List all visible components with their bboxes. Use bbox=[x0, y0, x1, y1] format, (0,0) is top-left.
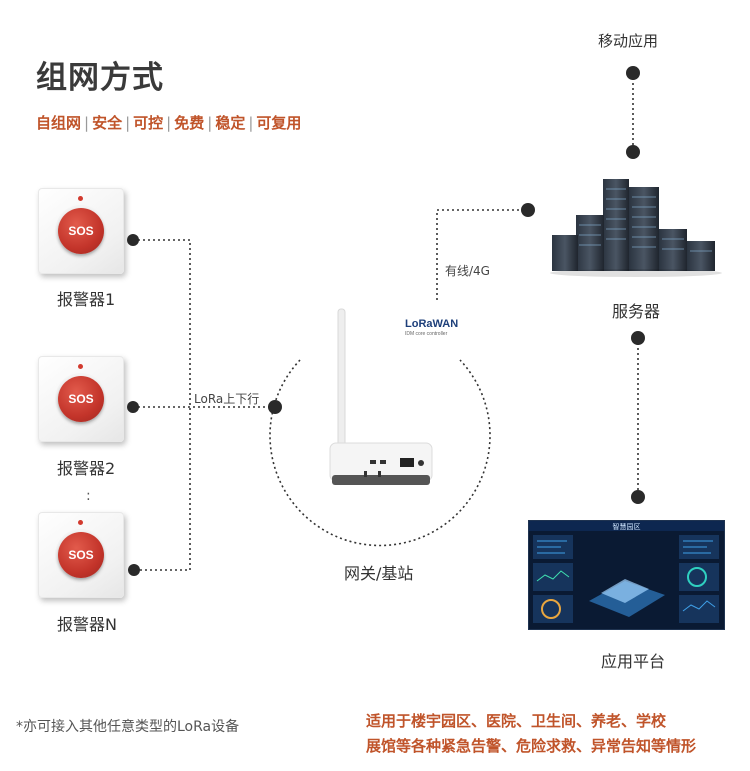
led-indicator bbox=[78, 520, 83, 525]
lorawan-logo-text: LoRaWAN bbox=[405, 318, 459, 330]
mobile-app-label: 移动应用 bbox=[598, 32, 659, 50]
alarm-device-1: SOS bbox=[38, 188, 124, 274]
tag-separator: | bbox=[248, 114, 254, 132]
server-label: 服务器 bbox=[612, 302, 661, 321]
ellipsis-mark: : bbox=[86, 488, 91, 504]
feature-tags: 自组网|安全|可控|免费|稳定|可复用 bbox=[36, 112, 301, 133]
node-dot bbox=[128, 564, 140, 576]
led-indicator bbox=[78, 364, 83, 369]
tag-item: 稳定 bbox=[215, 114, 246, 132]
scenario-line-1: 适用于楼宇园区、医院、卫生间、养老、学校 bbox=[366, 712, 667, 730]
node-dot bbox=[626, 145, 640, 159]
tag-separator: | bbox=[207, 114, 213, 132]
node-dot bbox=[626, 66, 640, 80]
alarm-label-1: 报警器1 bbox=[57, 290, 116, 309]
dashboard-content bbox=[533, 535, 719, 623]
sos-button: SOS bbox=[58, 376, 104, 422]
footnote: *亦可接入其他任意类型的LoRa设备 bbox=[16, 719, 240, 735]
lorawan-logo: LoRaWAN IDM core controller bbox=[405, 318, 458, 337]
server-rack-icon bbox=[550, 179, 722, 277]
tag-separator: | bbox=[125, 114, 131, 132]
gateway-label: 网关/基站 bbox=[344, 564, 414, 583]
line-alarms-bus bbox=[133, 239, 191, 571]
tag-item: 免费 bbox=[174, 114, 205, 132]
alarm-device-2: SOS bbox=[38, 356, 124, 442]
dashboard-header-bar bbox=[529, 521, 724, 531]
tag-item: 可控 bbox=[133, 114, 164, 132]
tag-separator: | bbox=[166, 114, 172, 132]
node-dot bbox=[631, 331, 645, 345]
sos-button: SOS bbox=[58, 532, 104, 578]
node-dot bbox=[127, 401, 139, 413]
tag-item: 安全 bbox=[92, 114, 123, 132]
page-title: 组网方式 bbox=[36, 60, 164, 96]
node-dot bbox=[127, 234, 139, 246]
platform-dashboard-screen: 智慧园区 bbox=[528, 520, 725, 630]
lora-link-label: LoRa上下行 bbox=[194, 392, 260, 406]
alarm-label-n: 报警器N bbox=[57, 615, 117, 634]
lorawan-logo-sub: IDM core controller bbox=[405, 331, 448, 337]
node-dot bbox=[631, 490, 645, 504]
alarm-label-2: 报警器2 bbox=[57, 459, 116, 478]
wired-4g-label: 有线/4G bbox=[445, 264, 490, 278]
node-dot bbox=[268, 400, 282, 414]
gateway-coverage-circle bbox=[269, 359, 491, 547]
tag-item: 自组网 bbox=[36, 114, 82, 132]
tag-item: 可复用 bbox=[256, 114, 302, 132]
sos-button: SOS bbox=[58, 208, 104, 254]
platform-label: 应用平台 bbox=[601, 652, 666, 671]
node-dot bbox=[521, 203, 535, 217]
line-gateway-server bbox=[436, 209, 528, 300]
tag-separator: | bbox=[84, 114, 90, 132]
dashboard-title: 智慧园区 bbox=[612, 523, 641, 531]
scenario-line-2: 展馆等各种紧急告警、危险求救、异常告知等情形 bbox=[366, 737, 697, 755]
led-indicator bbox=[78, 196, 83, 201]
gateway-device-icon bbox=[329, 308, 433, 485]
alarm-device-n: SOS bbox=[38, 512, 124, 598]
